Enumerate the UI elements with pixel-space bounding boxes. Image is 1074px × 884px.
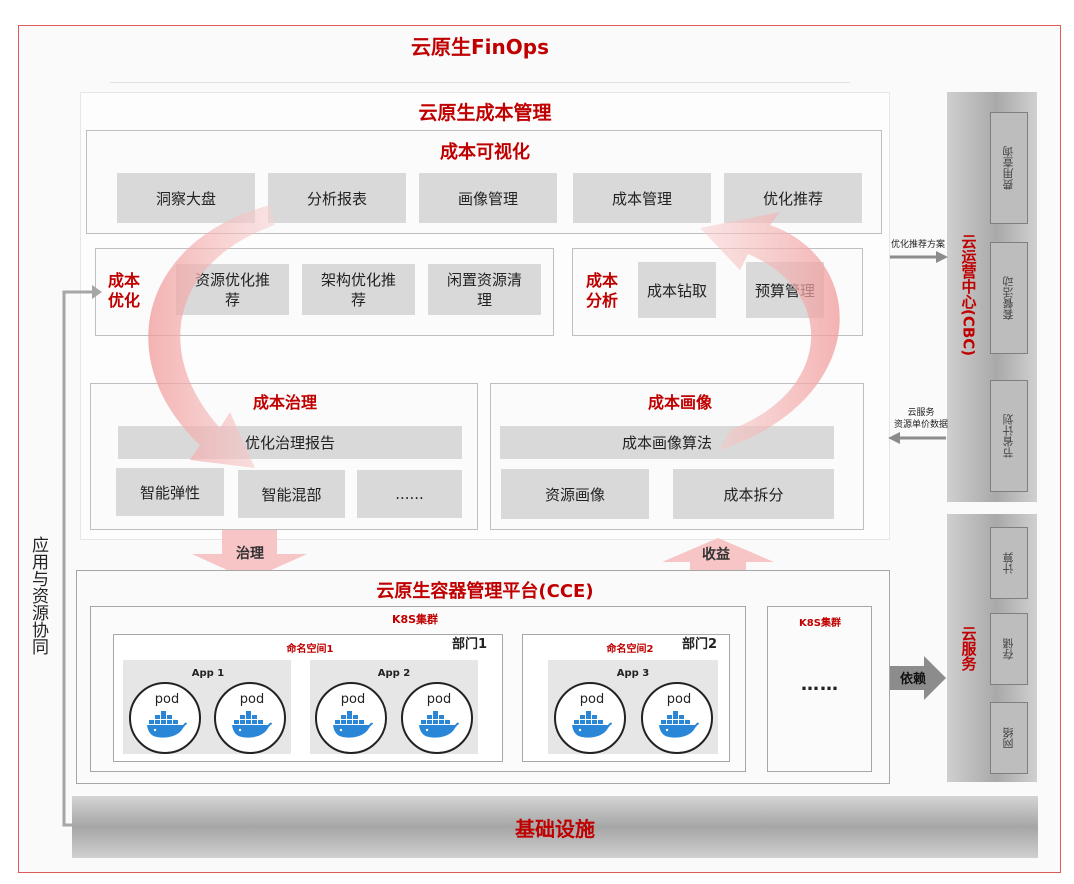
cost-visual-title: 成本可视化 bbox=[440, 142, 530, 163]
k8s-cluster-1-title: K8S集群 bbox=[391, 613, 439, 626]
cbc-package-activity[interactable]: 套餐活动 bbox=[990, 242, 1028, 354]
docker-whale-icon bbox=[659, 710, 699, 740]
left-coordination-label: 应用与资源协同 bbox=[28, 535, 48, 655]
cost-portrait-title: 成本画像 bbox=[647, 393, 712, 412]
cost-mgmt-title: 云原生成本管理 bbox=[418, 101, 552, 124]
docker-whale-icon bbox=[419, 710, 459, 740]
insight-dashboard-box: 洞察大盘 bbox=[117, 173, 255, 223]
docker-whale-icon bbox=[232, 710, 272, 740]
budget-mgmt-box: 预算管理 bbox=[746, 262, 824, 318]
app-3-label: App 3 bbox=[616, 667, 650, 679]
pod-label: pod bbox=[239, 691, 265, 707]
docker-whale-icon bbox=[333, 710, 373, 740]
depend-label: 依赖 bbox=[899, 671, 926, 687]
cost-analysis-title: 成本 分析 bbox=[586, 271, 619, 310]
department-2-label: 部门2 bbox=[682, 637, 718, 652]
depend-arrow bbox=[890, 656, 946, 700]
pod-label: pod bbox=[579, 691, 605, 707]
govern-label: 治理 bbox=[236, 546, 264, 562]
namespace-2-label: 命名空间2 bbox=[606, 643, 654, 655]
price-data-arrow bbox=[888, 432, 946, 444]
pod-label: pod bbox=[154, 691, 180, 707]
cost-governance-title: 成本治理 bbox=[252, 393, 317, 412]
infrastructure-bar: 基础设施 bbox=[72, 796, 1038, 858]
pod-5: pod bbox=[554, 682, 626, 754]
pod-1: pod bbox=[129, 682, 201, 754]
portrait-mgmt-box: 画像管理 bbox=[419, 173, 557, 223]
cbc-title: 云运营中心(CBC) bbox=[959, 233, 978, 357]
page-title: 云原生FinOps bbox=[411, 34, 549, 59]
cloud-network[interactable]: 网络 bbox=[990, 702, 1028, 774]
cbc-package-activity-label: 套餐活动 bbox=[1002, 276, 1015, 320]
gain-label: 收益 bbox=[702, 547, 730, 563]
cbc-fee-query-label: 费用查询 bbox=[1002, 146, 1015, 190]
unit-price-label: 资源单价数据 bbox=[893, 419, 948, 430]
recommend-plan-label: 优化推荐方案 bbox=[890, 239, 945, 250]
smart-colocation-box: 智能混部 bbox=[238, 470, 345, 518]
analysis-report-box: 分析报表 bbox=[268, 173, 406, 223]
cce-title: 云原生容器管理平台(CCE) bbox=[376, 581, 594, 602]
governance-more-box: ...... bbox=[357, 470, 462, 518]
k8s-cluster-2-title: K8S集群 bbox=[799, 617, 841, 629]
pod-2: pod bbox=[214, 682, 286, 754]
pod-6: pod bbox=[641, 682, 713, 754]
cbc-fee-query[interactable]: 费用查询 bbox=[990, 112, 1028, 224]
governance-report-box: 优化治理报告 bbox=[118, 426, 462, 459]
title-divider bbox=[110, 82, 850, 83]
smart-elastic-box: 智能弹性 bbox=[116, 468, 224, 516]
cloud-storage-label: 存储 bbox=[1002, 638, 1015, 660]
pod-label: pod bbox=[666, 691, 692, 707]
docker-whale-icon bbox=[147, 710, 187, 740]
department-1-label: 部门1 bbox=[452, 637, 488, 652]
app-1-label: App 1 bbox=[191, 667, 225, 679]
recommend-arrow bbox=[890, 251, 948, 263]
architecture-optimize-box: 架构优化推 荐 bbox=[302, 264, 415, 315]
optimize-recommend-box: 优化推荐 bbox=[724, 173, 862, 223]
cloud-compute-label: 计算 bbox=[1002, 552, 1015, 574]
pod-label: pod bbox=[426, 691, 452, 707]
cloud-service-label: 云服务 bbox=[907, 407, 935, 418]
cloud-storage[interactable]: 存储 bbox=[990, 613, 1028, 685]
idle-resource-box: 闲置资源清 理 bbox=[428, 264, 541, 315]
docker-whale-icon bbox=[572, 710, 612, 740]
infrastructure-label: 基础设施 bbox=[515, 816, 595, 841]
cloud-services-title: 云服务 bbox=[959, 625, 978, 671]
cbc-saving-plan[interactable]: 节省计划 bbox=[990, 380, 1028, 492]
k8s-cluster-2 bbox=[767, 606, 872, 772]
portrait-algorithm-box: 成本画像算法 bbox=[500, 426, 834, 459]
cloud-compute[interactable]: 计算 bbox=[990, 527, 1028, 599]
left-feedback-arrow bbox=[62, 285, 102, 827]
govern-down-arrow bbox=[192, 530, 307, 580]
cbc-saving-plan-label: 节省计划 bbox=[1002, 414, 1015, 458]
namespace-1-label: 命名空间1 bbox=[286, 643, 334, 655]
cost-drill-box: 成本钻取 bbox=[638, 262, 716, 318]
pod-label: pod bbox=[340, 691, 366, 707]
cost-split-box: 成本拆分 bbox=[673, 469, 834, 519]
cluster-more-dots: …… bbox=[801, 673, 839, 695]
pod-4: pod bbox=[401, 682, 473, 754]
pod-3: pod bbox=[315, 682, 387, 754]
cloud-network-label: 网络 bbox=[1002, 727, 1015, 749]
resource-portrait-box: 资源画像 bbox=[501, 469, 649, 519]
cost-optimize-title: 成本 优化 bbox=[108, 271, 141, 310]
cost-mgmt-box: 成本管理 bbox=[573, 173, 711, 223]
app-2-label: App 2 bbox=[377, 667, 411, 679]
resource-optimize-box: 资源优化推 荐 bbox=[176, 264, 289, 315]
